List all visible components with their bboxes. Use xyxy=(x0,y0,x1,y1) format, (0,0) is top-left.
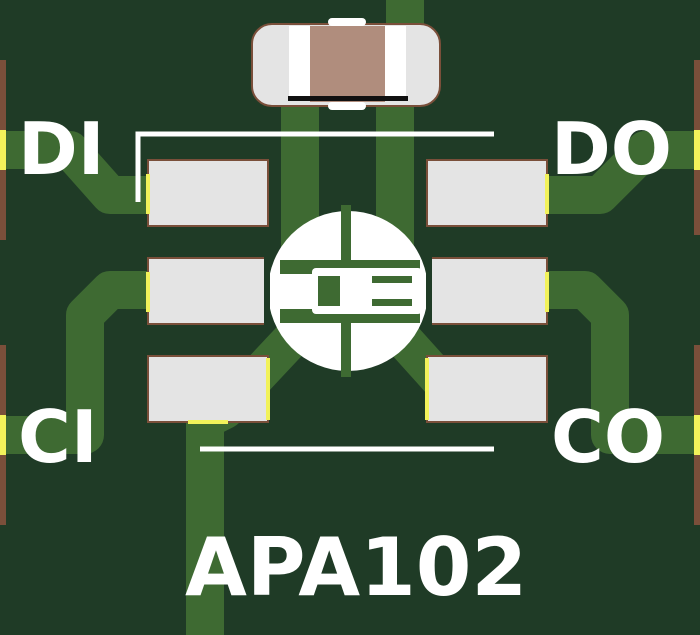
thermal-center-spine xyxy=(340,283,420,299)
pad-1-edge xyxy=(146,174,150,214)
silk-outline-top xyxy=(135,131,494,202)
label-di: DI xyxy=(18,107,105,191)
thermal-center-notch-left xyxy=(318,276,340,306)
pad-4 xyxy=(426,355,548,423)
capacitor-silk-right xyxy=(385,26,406,100)
edge-pin-left-bottom-contact xyxy=(0,415,6,455)
trace-do xyxy=(526,131,700,214)
pad-5-edge xyxy=(545,272,549,312)
pad-3-edge xyxy=(266,358,270,420)
label-do: DO xyxy=(551,107,672,191)
pad-6 xyxy=(426,159,548,227)
capacitor-silk-top xyxy=(328,18,366,26)
pad-6-edge xyxy=(545,174,549,214)
capacitor-body xyxy=(310,26,385,102)
label-co: CO xyxy=(551,395,665,479)
center-thermal-pad xyxy=(264,205,432,377)
capacitor-silk-bottom xyxy=(328,102,366,110)
trace-co xyxy=(526,271,700,454)
edge-pin-right-top-contact xyxy=(694,130,700,170)
pad-2 xyxy=(147,257,269,325)
pad-2-edge xyxy=(146,272,150,312)
trace-ci xyxy=(0,271,169,454)
trace-di xyxy=(0,131,169,214)
capacitor-silk-left xyxy=(289,26,310,100)
label-part: APA102 xyxy=(185,521,527,614)
capacitor xyxy=(251,18,441,110)
pad-3 xyxy=(147,355,269,423)
pad-4-edge xyxy=(425,358,429,420)
pad-3-bottom-edge xyxy=(188,420,228,424)
label-ci: CI xyxy=(18,395,98,479)
pad-1 xyxy=(147,159,269,227)
edge-pin-left-top-contact xyxy=(0,130,6,170)
pad-5 xyxy=(426,257,548,325)
thermal-gap-right xyxy=(426,250,432,332)
capacitor-underline xyxy=(288,96,408,101)
thermal-gap-left xyxy=(264,250,270,332)
led-pads xyxy=(146,159,549,424)
edge-pin-right-bottom-contact xyxy=(694,415,700,455)
